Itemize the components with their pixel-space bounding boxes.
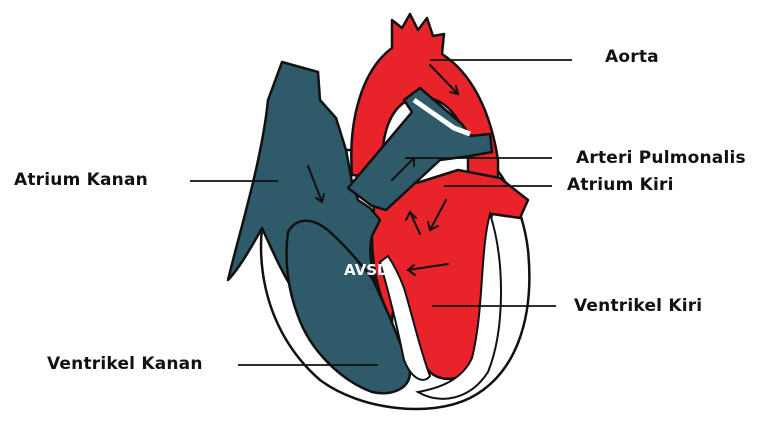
label-ventrikel-kiri: Ventrikel Kiri xyxy=(574,296,702,316)
label-aorta: Aorta xyxy=(605,47,659,67)
label-atrium-kiri: Atrium Kiri xyxy=(567,175,674,195)
label-ventrikel-kanan: Ventrikel Kanan xyxy=(47,354,203,374)
label-atrium-kanan: Atrium Kanan xyxy=(14,170,148,190)
label-avsd: AVSD xyxy=(344,261,389,279)
label-arteri-pulmonalis: Arteri Pulmonalis xyxy=(576,148,746,168)
